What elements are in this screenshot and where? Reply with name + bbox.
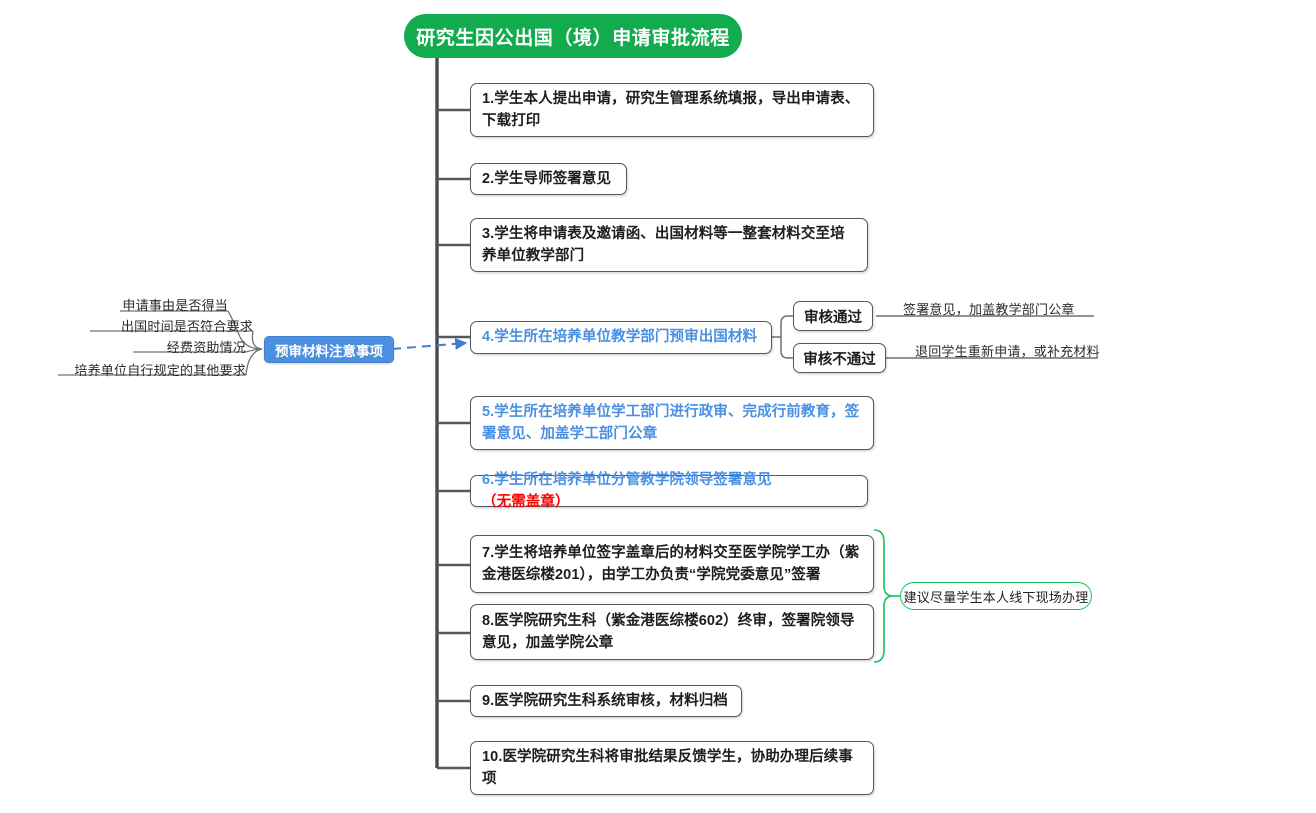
preaudit-item-4: 培养单位自行规定的其他要求 (74, 363, 246, 378)
step-node-6[interactable]: 6.学生所在培养单位分管教学院领导签署意见 （无需盖章） (470, 472, 868, 510)
step-node-9[interactable]: 9.医学院研究生科系统审核，材料归档 (470, 685, 742, 717)
step-node-6-main: 6.学生所在培养单位分管教学院领导签署意见 (482, 471, 772, 488)
step-node-10-label: 10.医学院研究生科将审批结果反馈学生，协助办理后续事项 (482, 748, 853, 787)
bracket-note-chip: 建议尽量学生本人线下现场办理 (900, 582, 1092, 610)
step-node-8-label: 8.医学院研究生科（紫金港医综楼602）终审，签署院领导意见，加盖学院公章 (482, 612, 855, 651)
step-node-6-note: （无需盖章） (482, 494, 570, 510)
step-node-5-label: 5.学生所在培养单位学工部门进行政审、完成行前教育，签署意见、加盖学工部门公章 (482, 403, 860, 442)
step-node-9-label: 9.医学院研究生科系统审核，材料归档 (482, 692, 728, 709)
preaudit-item-3: 经费资助情况 (166, 340, 246, 355)
step-node-1-label: 1.学生本人提出申请，研究生管理系统填报，导出申请表、下载打印 (482, 90, 860, 129)
step-node-10[interactable]: 10.医学院研究生科将审批结果反馈学生，协助办理后续事项 (470, 741, 874, 795)
branch-note-pass: 签署意见，加盖教学部门公章 (903, 302, 1075, 317)
step-node-2-label: 2.学生导师签署意见 (482, 170, 612, 187)
preaudit-item-1: 申请事由是否得当 (122, 298, 228, 313)
step-node-4[interactable]: 4.学生所在培养单位教学部门预审出国材料 (470, 321, 772, 354)
step-node-1[interactable]: 1.学生本人提出申请，研究生管理系统填报，导出申请表、下载打印 (470, 83, 874, 137)
step-node-4-label: 4.学生所在培养单位教学部门预审出国材料 (482, 329, 758, 346)
branch-node-fail[interactable]: 审核不通过 (793, 343, 886, 373)
step-node-2[interactable]: 2.学生导师签署意见 (470, 163, 627, 195)
step-node-5[interactable]: 5.学生所在培养单位学工部门进行政审、完成行前教育，签署意见、加盖学工部门公章 (470, 396, 874, 450)
branch-note-fail: 退回学生重新申请，或补充材料 (915, 344, 1100, 359)
step-node-7[interactable]: 7.学生将培养单位签字盖章后的材料交至医学院学工办（紫金港医综楼201），由学工… (470, 535, 874, 593)
preaudit-item-2: 出国时间是否符合要求 (120, 319, 253, 334)
preaudit-chip[interactable]: 预审材料注意事项 (264, 336, 394, 363)
flowchart-title: 研究生因公出国（境）申请审批流程 (404, 14, 742, 58)
step-node-8[interactable]: 8.医学院研究生科（紫金港医综楼602）终审，签署院领导意见，加盖学院公章 (470, 604, 874, 660)
branch-node-pass[interactable]: 审核通过 (793, 301, 873, 331)
step-node-3[interactable]: 3.学生将申请表及邀请函、出国材料等一整套材料交至培养单位教学部门 (470, 218, 868, 272)
step-node-6-label: 6.学生所在培养单位分管教学院领导签署意见 （无需盖章） (471, 462, 867, 520)
step-node-7-label: 7.学生将培养单位签字盖章后的材料交至医学院学工办（紫金港医综楼201），由学工… (482, 544, 860, 583)
step-node-3-label: 3.学生将申请表及邀请函、出国材料等一整套材料交至培养单位教学部门 (482, 225, 845, 264)
